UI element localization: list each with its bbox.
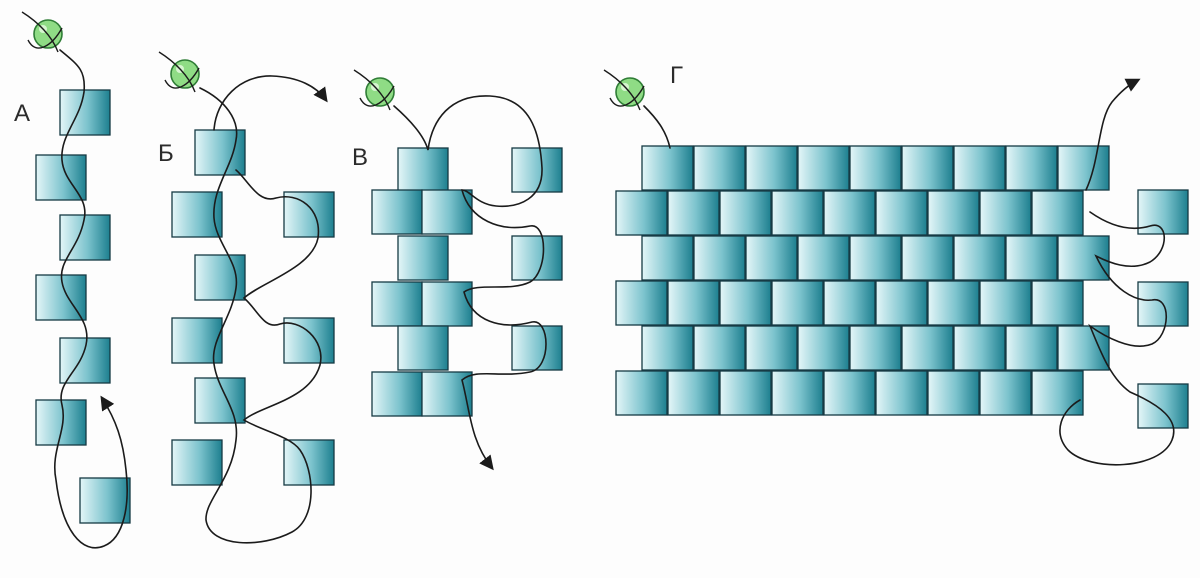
bead-g-9 bbox=[1057, 145, 1110, 191]
bead-g-28 bbox=[615, 280, 668, 326]
bead-g-13 bbox=[771, 190, 824, 236]
bead-g-11 bbox=[667, 190, 720, 236]
bead-v-3 bbox=[371, 189, 423, 235]
bead-g-46 bbox=[615, 370, 668, 416]
bead-g-19 bbox=[641, 235, 694, 281]
bead-g-1 bbox=[641, 145, 694, 191]
bead-b-5 bbox=[171, 317, 223, 364]
bead-g-53 bbox=[979, 370, 1032, 416]
bead-g-2 bbox=[693, 145, 746, 191]
bead-g-33 bbox=[875, 280, 928, 326]
label-step-a: А bbox=[14, 100, 31, 127]
bead-g-side-3 bbox=[1137, 383, 1189, 429]
bead-g-23 bbox=[849, 235, 902, 281]
bead-v-2 bbox=[511, 147, 563, 193]
bead-g-10 bbox=[615, 190, 668, 236]
bead-g-18 bbox=[1031, 190, 1084, 236]
needle-v bbox=[353, 69, 395, 111]
bead-v-8 bbox=[421, 281, 473, 327]
bead-g-30 bbox=[719, 280, 772, 326]
bead-a-3 bbox=[59, 214, 111, 261]
bead-v-7 bbox=[371, 281, 423, 327]
bead-g-39 bbox=[745, 325, 798, 371]
bead-g-48 bbox=[719, 370, 772, 416]
bead-v-9 bbox=[397, 325, 449, 371]
bead-g-42 bbox=[901, 325, 954, 371]
bead-v-10 bbox=[511, 325, 563, 371]
bead-g-40 bbox=[797, 325, 850, 371]
needle-a bbox=[21, 11, 63, 53]
bead-g-26 bbox=[1005, 235, 1058, 281]
bead-v-1 bbox=[397, 147, 449, 193]
bead-g-21 bbox=[745, 235, 798, 281]
bead-v-5 bbox=[397, 235, 449, 281]
label-step-g: Г bbox=[670, 62, 683, 89]
bead-a-5 bbox=[59, 337, 111, 384]
bead-g-16 bbox=[927, 190, 980, 236]
bead-g-5 bbox=[849, 145, 902, 191]
needle-b bbox=[158, 51, 200, 93]
bead-g-6 bbox=[901, 145, 954, 191]
bead-g-47 bbox=[667, 370, 720, 416]
bead-g-3 bbox=[745, 145, 798, 191]
bead-g-37 bbox=[641, 325, 694, 371]
bead-a-1 bbox=[59, 89, 111, 136]
bead-g-20 bbox=[693, 235, 746, 281]
thread-b-main bbox=[199, 87, 322, 544]
bead-b-3 bbox=[283, 191, 335, 238]
thread-g-start bbox=[643, 105, 671, 149]
bead-g-36 bbox=[1031, 280, 1084, 326]
bead-b-6 bbox=[283, 317, 335, 364]
bead-g-44 bbox=[1005, 325, 1058, 371]
bead-g-49 bbox=[771, 370, 824, 416]
bead-g-35 bbox=[979, 280, 1032, 326]
thread-a bbox=[54, 49, 128, 549]
bead-g-25 bbox=[953, 235, 1006, 281]
bead-b-1 bbox=[194, 129, 246, 176]
bead-g-17 bbox=[979, 190, 1032, 236]
bead-g-54 bbox=[1031, 370, 1084, 416]
needle-g bbox=[603, 69, 645, 111]
thread-g-top bbox=[1085, 78, 1141, 191]
bead-a-6 bbox=[35, 399, 87, 446]
bead-g-12 bbox=[719, 190, 772, 236]
bead-g-14 bbox=[823, 190, 876, 236]
thread-v bbox=[393, 95, 547, 471]
bead-g-15 bbox=[875, 190, 928, 236]
bead-v-11 bbox=[371, 371, 423, 417]
bead-g-29 bbox=[667, 280, 720, 326]
bead-a-7 bbox=[79, 477, 131, 524]
bead-g-8 bbox=[1005, 145, 1058, 191]
bead-b-8 bbox=[171, 439, 223, 486]
bead-g-4 bbox=[797, 145, 850, 191]
bead-g-38 bbox=[693, 325, 746, 371]
bead-g-50 bbox=[823, 370, 876, 416]
label-step-v: В bbox=[352, 144, 369, 171]
bead-g-34 bbox=[927, 280, 980, 326]
thread-g-side bbox=[1059, 211, 1175, 466]
label-step-b: Б bbox=[158, 140, 174, 167]
bead-g-52 bbox=[927, 370, 980, 416]
bead-v-6 bbox=[511, 235, 563, 281]
bead-g-41 bbox=[849, 325, 902, 371]
bead-b-4 bbox=[194, 254, 246, 301]
bead-g-22 bbox=[797, 235, 850, 281]
bead-g-31 bbox=[771, 280, 824, 326]
bead-g-24 bbox=[901, 235, 954, 281]
bead-g-32 bbox=[823, 280, 876, 326]
bead-b-9 bbox=[283, 439, 335, 486]
bead-g-51 bbox=[875, 370, 928, 416]
bead-g-7 bbox=[953, 145, 1006, 191]
thread-b-top bbox=[213, 75, 328, 131]
bead-g-43 bbox=[953, 325, 1006, 371]
